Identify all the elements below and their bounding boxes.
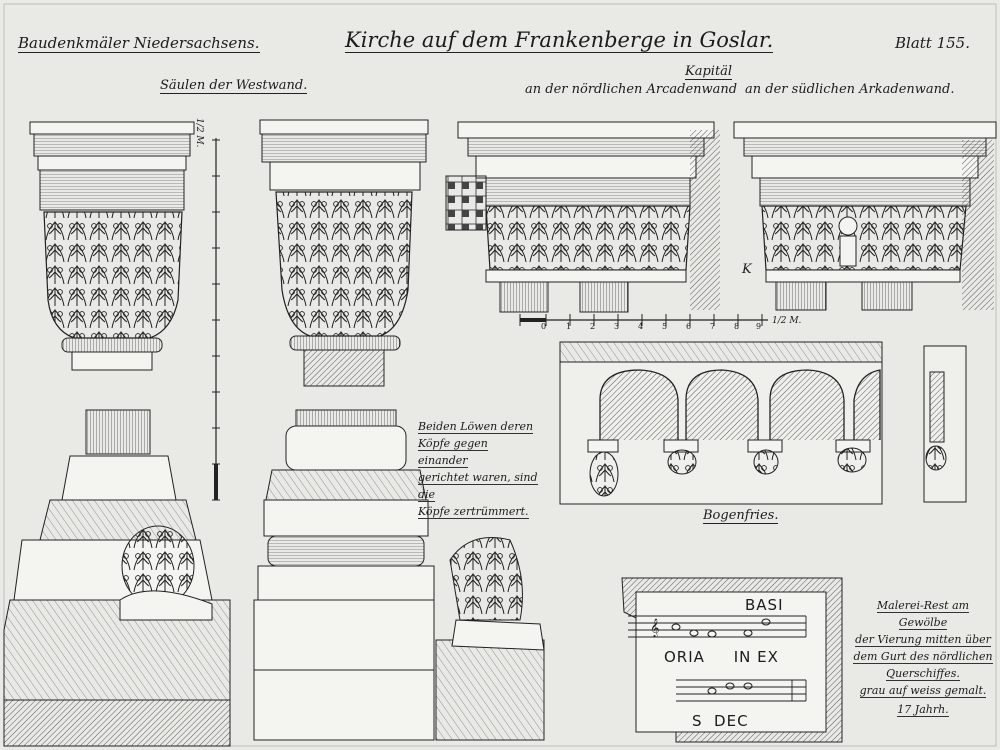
painting-note-line-3: dem Gurt des nördlichen bbox=[853, 650, 993, 664]
horizontal-scale bbox=[519, 314, 768, 326]
lion-note-line-4: Köpfe zertrümmert. bbox=[418, 505, 529, 519]
sheet-title: Kirche auf dem Frankenberge in Goslar. bbox=[345, 28, 774, 53]
horizontal-scale-unit: 1/2 M. bbox=[772, 316, 802, 326]
scale-num-1: 1 bbox=[566, 322, 572, 331]
caption-north-arcade: an der nördlichen Arcadenwand bbox=[525, 82, 738, 97]
lion-note-line-1: Beiden Löwen deren bbox=[418, 420, 534, 434]
svg-text:𝄞: 𝄞 bbox=[650, 618, 659, 638]
scale-num-2: 2 bbox=[590, 322, 596, 331]
capital-south-arcade bbox=[733, 121, 997, 311]
capital-west-1 bbox=[29, 121, 195, 371]
scale-num-6: 6 bbox=[686, 322, 692, 331]
capital-west-2 bbox=[259, 119, 429, 387]
caption-south-arcade: an der südlichen Arkadenwand. bbox=[745, 82, 955, 97]
series-title: Baudenkmäler Niedersachsens. bbox=[18, 34, 260, 53]
vertical-scale-unit: 1/2 M. bbox=[194, 118, 204, 148]
caption-westwall-columns: Säulen der Westwand. bbox=[160, 78, 308, 94]
column-base-left bbox=[3, 409, 231, 747]
painting-note-line-6: 17 Jahrh. bbox=[897, 703, 949, 717]
scale-num-3: 3 bbox=[614, 322, 620, 331]
scale-num-4: 4 bbox=[638, 322, 644, 331]
painting-note-line-4: Querschiffes. bbox=[886, 667, 960, 681]
sheet-number: Blatt 155. bbox=[895, 34, 970, 52]
letter-k: K bbox=[742, 262, 752, 277]
painting-note-line-1: Malerei-Rest am Gewölbe bbox=[876, 599, 970, 630]
vertical-scale bbox=[212, 138, 220, 501]
lion-note: Beiden Löwen deren Köpfe gegen einander … bbox=[418, 418, 538, 520]
column-base-center bbox=[253, 409, 545, 741]
scale-num-8: 8 bbox=[734, 322, 740, 331]
capital-north-arcade bbox=[445, 121, 720, 313]
painting-note-line-2: der Vierung mitten über bbox=[855, 633, 991, 647]
arch-frieze bbox=[559, 341, 967, 505]
caption-arch-frieze: Bogenfries. bbox=[703, 508, 779, 524]
painting-note-line-5: grau auf weiss gemalt. bbox=[859, 684, 987, 698]
scale-num-9: 9 bbox=[756, 322, 762, 331]
music-text-2: ORIA IN EX bbox=[664, 648, 779, 666]
scale-num-7: 7 bbox=[710, 322, 716, 331]
lion-note-line-3: gerichtet waren, sind die bbox=[418, 471, 538, 502]
scale-num-0: 0 bbox=[541, 322, 547, 331]
painting-note: Malerei-Rest am Gewölbe der Vierung mitt… bbox=[853, 597, 993, 718]
music-text-3: S DEC bbox=[692, 712, 749, 730]
scale-num-5: 5 bbox=[662, 322, 668, 331]
music-text-1: BASI bbox=[745, 596, 784, 614]
lion-note-line-2: Köpfe gegen einander bbox=[418, 437, 488, 468]
painting-fragment: 𝄞 bbox=[621, 577, 843, 743]
caption-capital: Kapitäl bbox=[685, 64, 733, 80]
